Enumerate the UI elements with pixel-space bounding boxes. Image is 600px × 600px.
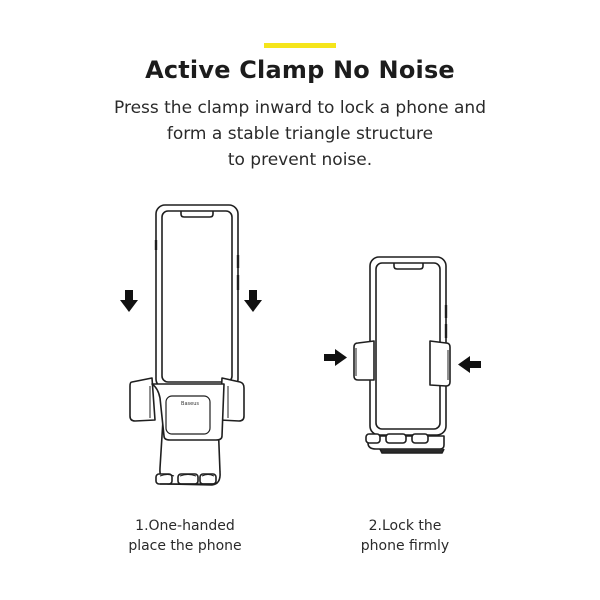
arrow-down-icon bbox=[244, 290, 262, 312]
step2-illustration bbox=[353, 256, 451, 454]
left-clamp-arm bbox=[353, 340, 375, 381]
holder-base bbox=[155, 473, 217, 485]
step1-caption-line: place the phone bbox=[128, 538, 242, 554]
right-clamp-arm bbox=[219, 377, 245, 422]
description: Press the clamp inward to lock a phone a… bbox=[60, 95, 540, 173]
description-line: to prevent noise. bbox=[227, 150, 373, 170]
arrow-down-icon bbox=[120, 290, 138, 312]
step2-caption-line: 2.Lock the bbox=[368, 518, 442, 534]
phone-body bbox=[155, 204, 239, 389]
step1-illustration: Baseus bbox=[129, 204, 245, 486]
step1-caption: 1.One-handed place the phone bbox=[100, 516, 270, 556]
description-line: form a stable triangle structure bbox=[166, 124, 434, 144]
description-line: Press the clamp inward to lock a phone a… bbox=[114, 98, 486, 118]
title-accent-bar bbox=[264, 43, 336, 48]
arrow-right-icon bbox=[324, 349, 347, 366]
phone-screen bbox=[161, 210, 233, 383]
right-clamp-arm bbox=[429, 340, 451, 387]
step1-caption-line: 1.One-handed bbox=[135, 518, 235, 534]
holder-cradle bbox=[151, 383, 225, 441]
arrow-left-icon bbox=[458, 356, 481, 373]
page-title: Active Clamp No Noise bbox=[145, 56, 455, 84]
brand-label: Baseus bbox=[181, 401, 199, 407]
step2-caption-line: phone firmly bbox=[360, 538, 450, 554]
left-clamp-arm bbox=[129, 377, 156, 422]
step2-caption: 2.Lock the phone firmly bbox=[325, 516, 485, 556]
